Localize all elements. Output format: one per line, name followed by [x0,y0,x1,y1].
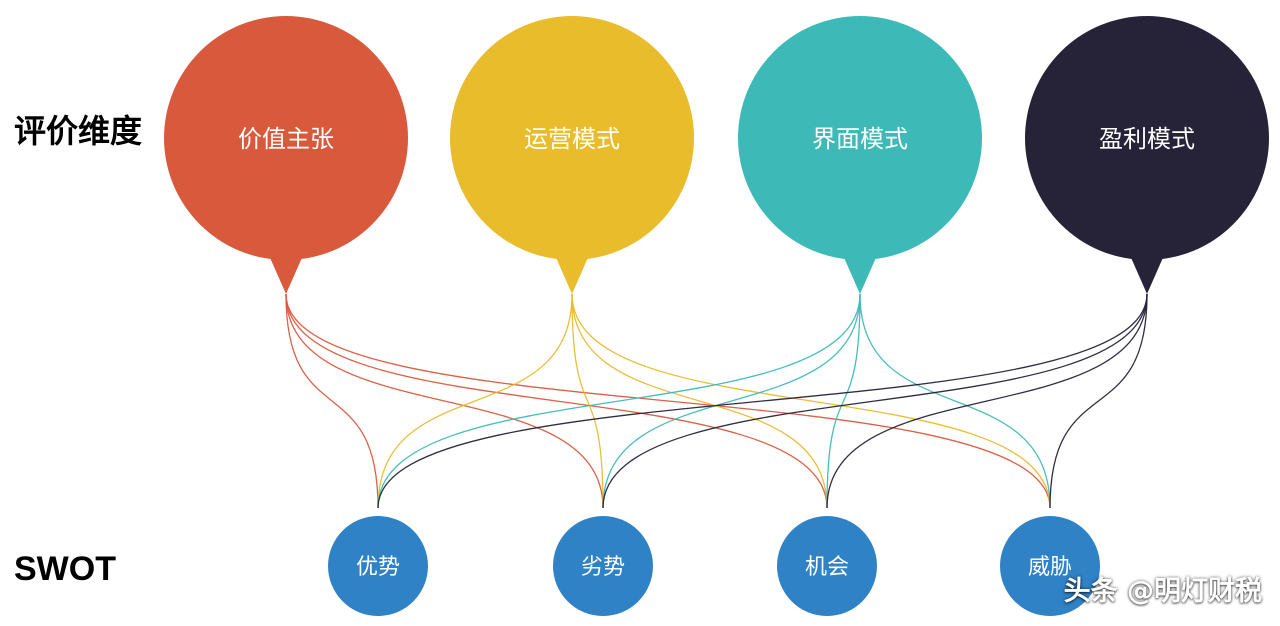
link-1-2 [571,293,828,509]
link-0-0 [285,293,379,509]
dimension-node-0: 价值主张 [164,16,408,294]
link-0-2 [285,293,828,509]
swot-label-3: 威胁 [1028,555,1072,580]
swot-circle-2 [777,516,877,616]
dimension-node-3: 盈利模式 [1025,16,1269,294]
swot-label-2: 机会 [805,555,849,580]
dimension-row-label: 评价维度 [14,112,143,150]
dimension-label-1: 运营模式 [524,125,620,153]
link-1-1 [571,293,604,509]
dimension-circle-2 [738,16,982,260]
link-3-3 [1049,293,1148,509]
link-0-3 [285,293,1051,509]
link-2-1 [602,293,861,509]
link-0-1 [285,293,604,509]
link-1-3 [571,293,1051,509]
link-3-2 [826,293,1148,509]
swot-node-1: 劣势 [553,516,653,616]
swot-circle-1 [553,516,653,616]
dimension-circle-3 [1025,16,1269,260]
swot-label-0: 优势 [356,555,400,580]
connection-lines [285,293,1148,509]
link-3-1 [602,293,1148,509]
swot-node-2: 机会 [777,516,877,616]
swot-label-1: 劣势 [581,555,625,580]
dimension-label-0: 价值主张 [238,125,334,153]
dimension-circle-0 [164,16,408,260]
swot-node-3: 威胁 [1000,516,1100,616]
dimension-nodes: 价值主张 运营模式 界面模式 盈利模式 [164,16,1269,294]
link-3-0 [377,293,1148,509]
swot-row-label: SWOT [14,550,116,588]
dimension-label-2: 界面模式 [812,125,908,153]
swot-circle-0 [328,516,428,616]
dimension-node-1: 运营模式 [450,16,694,294]
watermark: 头条 @明灯财税 [1063,576,1262,607]
dimension-circle-1 [450,16,694,260]
dimension-label-3: 盈利模式 [1099,125,1195,153]
swot-node-0: 优势 [328,516,428,616]
link-1-0 [377,293,573,509]
link-2-0 [377,293,861,509]
dimension-node-2: 界面模式 [738,16,982,294]
link-2-3 [859,293,1051,509]
swot-nodes: 优势 劣势 机会 威胁 [328,516,1100,616]
swot-circle-3 [1000,516,1100,616]
link-2-2 [826,293,861,509]
